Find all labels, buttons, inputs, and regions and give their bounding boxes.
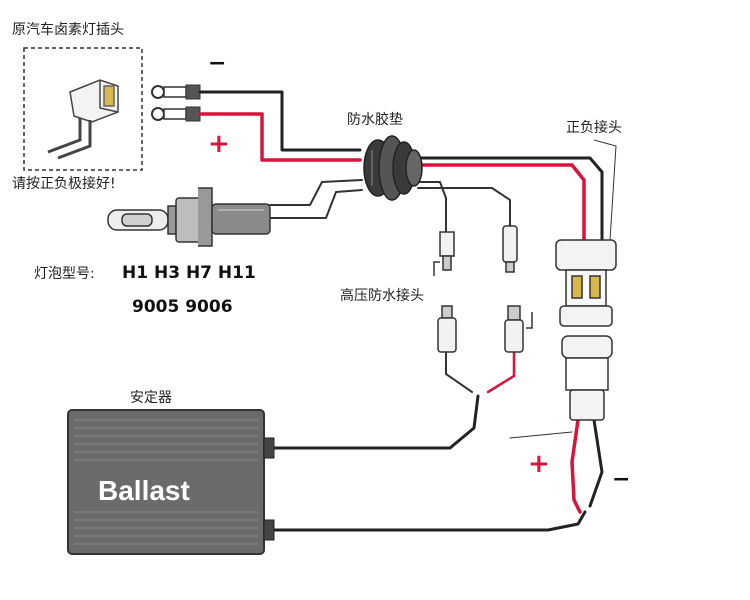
plus-sign-bottom: + bbox=[528, 449, 550, 479]
pos-neg-pointer bbox=[593, 139, 617, 241]
positive-wire-bottom bbox=[570, 418, 582, 514]
original-plug-label: 原汽车卤素灯插头 bbox=[12, 21, 124, 38]
hv-connector-upper-left bbox=[433, 231, 455, 276]
negative-wire-to-connector bbox=[418, 156, 604, 242]
ballast-unit: Ballast bbox=[67, 409, 275, 555]
positive-ring-terminal bbox=[151, 106, 201, 122]
hv-connector-lower-right bbox=[504, 305, 533, 353]
bulb-models-line2: 9005 9006 bbox=[132, 297, 233, 317]
pos-neg-connector-lower bbox=[561, 335, 613, 421]
hv-connector-label: 高压防水接头 bbox=[340, 287, 424, 304]
hv-connector-lower-left bbox=[437, 305, 457, 353]
hv-wire-ballast-a bbox=[445, 351, 473, 393]
plus-sign-top: + bbox=[208, 129, 230, 159]
wires bbox=[198, 90, 604, 532]
halogen-plug-icon bbox=[47, 79, 119, 160]
rubber-grommet bbox=[363, 135, 423, 201]
pointer-line bbox=[509, 431, 573, 439]
ring-terminals: − + bbox=[151, 51, 230, 159]
minus-sign-top: − bbox=[208, 51, 226, 76]
polarity-note: 请按正负极接好! bbox=[12, 175, 116, 192]
minus-sign-bottom: − bbox=[612, 467, 630, 492]
hv-connector-upper-right bbox=[502, 225, 518, 273]
negative-wire-top bbox=[198, 90, 362, 152]
ballast-label: 安定器 bbox=[130, 390, 172, 406]
hv-wire-b bbox=[417, 187, 511, 227]
bulb-wire-b bbox=[269, 189, 363, 219]
negative-ring-terminal bbox=[151, 84, 201, 100]
ballast-power-cable bbox=[262, 510, 587, 532]
hid-bulb-icon bbox=[107, 187, 271, 247]
bulb-wire-a bbox=[269, 179, 363, 206]
bulb-models-line1: H1 H3 H7 H11 bbox=[122, 263, 256, 283]
pos-neg-connector-upper bbox=[555, 239, 617, 327]
original-plug-box bbox=[23, 47, 143, 171]
original-plug-group: 原汽车卤素灯插头 请按正负极接好! bbox=[12, 21, 143, 192]
grommet-label: 防水胶垫 bbox=[347, 111, 403, 128]
bulb-models-label: 灯泡型号: bbox=[34, 266, 95, 282]
hv-wire-a bbox=[417, 181, 447, 233]
positive-wire-top bbox=[198, 112, 362, 162]
pos-neg-connector-label: 正负接头 bbox=[566, 119, 622, 136]
hv-wire-ballast-b bbox=[486, 350, 516, 394]
hv-connectors bbox=[433, 225, 533, 353]
ballast-hv-output bbox=[262, 394, 480, 450]
negative-wire-bottom bbox=[588, 418, 604, 508]
positive-wire-to-connector bbox=[418, 163, 586, 242]
ballast-box-text: Ballast bbox=[98, 475, 190, 506]
